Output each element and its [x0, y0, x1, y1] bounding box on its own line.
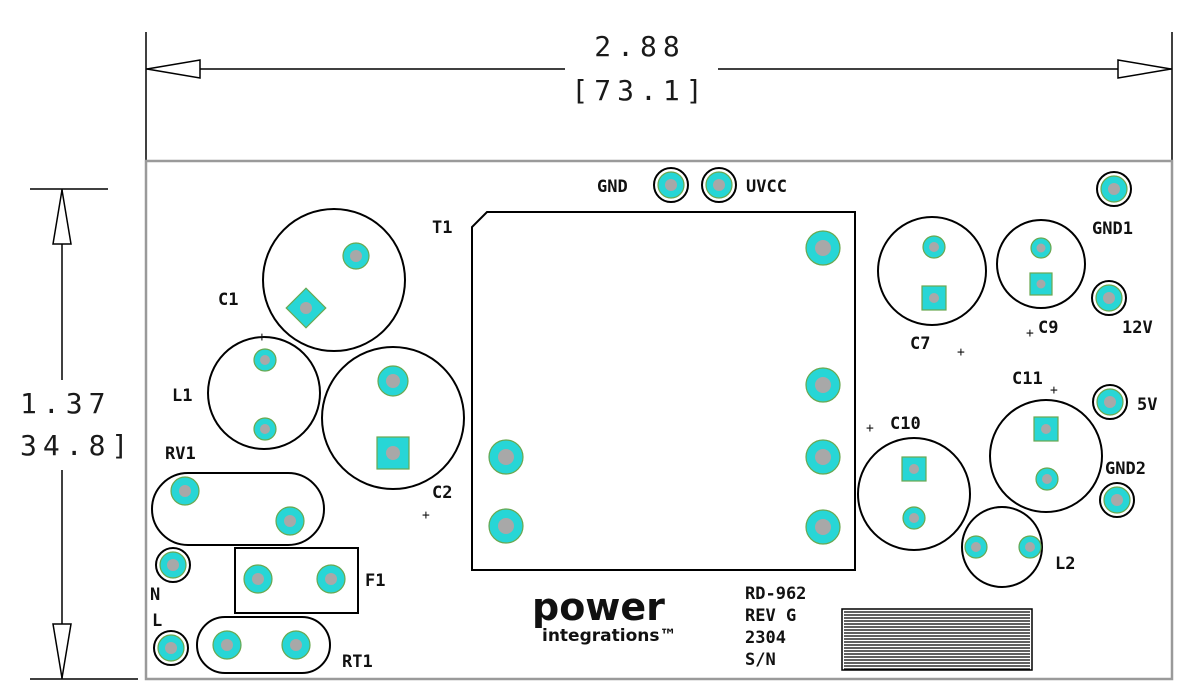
arrowhead-left — [146, 59, 201, 79]
n-label: N — [150, 585, 160, 605]
c11-label: C11 — [1012, 369, 1043, 389]
capacitor-c9 — [996, 219, 1086, 309]
transformer-t1 — [471, 211, 856, 571]
uvcc-terminal — [701, 167, 737, 203]
capacitor-c10 — [857, 437, 971, 551]
board-outline — [144, 159, 1174, 681]
c10-label: C10 — [890, 414, 921, 434]
inductor-l1 — [207, 336, 321, 450]
5v-label: 5V — [1137, 395, 1157, 415]
fuse-f1 — [234, 547, 359, 614]
12v-terminal — [1091, 280, 1127, 316]
height-mm: 34.8] — [20, 429, 134, 462]
power-integrations-logo: power integrations™ — [532, 585, 676, 646]
c7-polarity: + — [957, 345, 965, 360]
serial-number-hatch — [841, 608, 1033, 671]
capacitor-c11 — [989, 399, 1103, 513]
thermistor-rt1 — [196, 616, 331, 674]
c1-label: C1 — [218, 290, 238, 310]
height-inches: 1.37 — [20, 387, 111, 420]
l-label: L — [152, 611, 162, 631]
c2-label: C2 — [432, 483, 452, 503]
c2-polarity: + — [422, 508, 430, 523]
l2-label: L2 — [1055, 554, 1075, 574]
c9-polarity: + — [1026, 326, 1034, 341]
12v-label: 12V — [1122, 318, 1153, 338]
arrowhead-bottom — [52, 623, 72, 679]
gnd-label: GND — [597, 177, 628, 197]
gnd1-label: GND1 — [1092, 219, 1133, 239]
c10-polarity: + — [866, 421, 874, 436]
rv1-label: RV1 — [165, 444, 196, 464]
uvcc-label: UVCC — [746, 177, 787, 197]
l1-polarity: + — [258, 330, 266, 345]
n-terminal — [155, 547, 191, 583]
inductor-l2 — [961, 506, 1043, 588]
rt1-label: RT1 — [342, 652, 373, 672]
board-design-id: RD-962 — [745, 584, 806, 604]
gnd-terminal — [653, 167, 689, 203]
width-dimension: 2.88 [73.1] — [145, 30, 1173, 160]
logo-power: power — [532, 585, 665, 629]
capacitor-c1 — [262, 208, 406, 352]
capacitor-c2 — [321, 346, 465, 490]
c9-label: C9 — [1038, 318, 1058, 338]
capacitor-c7 — [877, 216, 987, 326]
arrowhead-top — [52, 189, 72, 245]
logo-integrations: integrations™ — [542, 626, 676, 646]
c11-polarity: + — [1050, 383, 1058, 398]
board-serial-label: S/N — [745, 650, 776, 670]
gnd2-terminal — [1099, 482, 1135, 518]
width-inches: 2.88 — [594, 30, 685, 63]
t1-label: T1 — [432, 218, 452, 238]
arrowhead-right — [1117, 59, 1172, 79]
c7-label: C7 — [910, 334, 930, 354]
varistor-rv1 — [151, 472, 325, 546]
gnd2-label: GND2 — [1105, 459, 1146, 479]
f1-label: F1 — [365, 571, 385, 591]
l-terminal — [153, 630, 189, 666]
width-mm: [73.1] — [571, 74, 708, 107]
board-revision: REV G — [745, 606, 796, 626]
gnd1-terminal — [1096, 171, 1132, 207]
l1-label: L1 — [172, 386, 192, 406]
5v-terminal — [1092, 384, 1128, 420]
board-date-code: 2304 — [745, 628, 786, 648]
height-dimension: 1.37 34.8] — [20, 188, 138, 680]
